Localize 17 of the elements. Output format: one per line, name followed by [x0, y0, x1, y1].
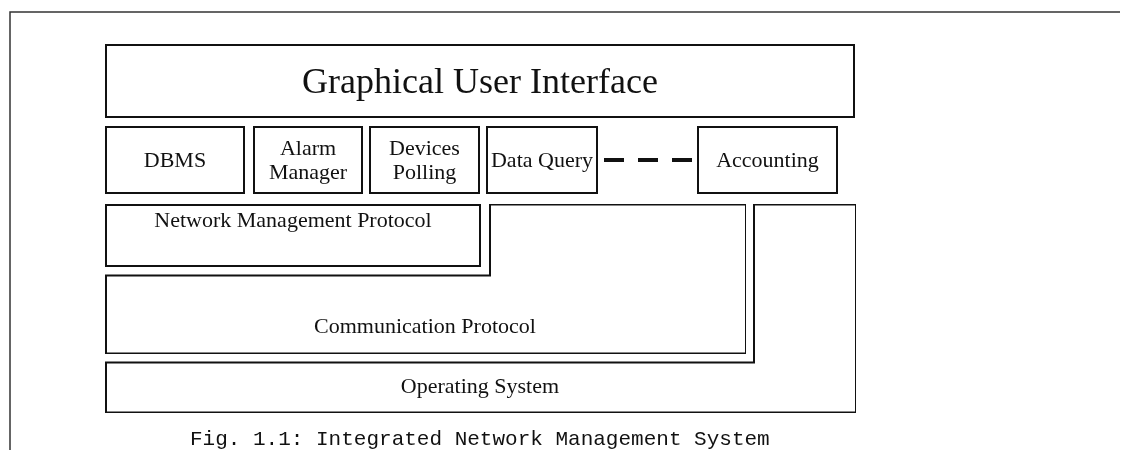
- module-box: [105, 126, 245, 194]
- layer-label: Operating System: [400, 374, 560, 398]
- layer-label: Data Query: [491, 148, 593, 172]
- layer-box: [105, 204, 481, 267]
- module-box: [697, 126, 838, 194]
- layer-label: Alarm Manager: [267, 136, 349, 184]
- layer-label: Graphical User Interface: [302, 62, 658, 100]
- layer-box: [105, 44, 855, 118]
- layer-label: Devices Polling: [388, 136, 461, 184]
- layer-label: Network Management Protocol: [154, 208, 432, 232]
- layer-label: Accounting: [716, 148, 819, 172]
- layer-label: DBMS: [143, 148, 207, 172]
- layer-label: Communication Protocol: [314, 314, 536, 338]
- module-box: [486, 126, 598, 194]
- figure-caption: Fig. 1.1: Integrated Network Management System: [190, 428, 770, 450]
- module-box: [369, 126, 480, 194]
- module-box: [253, 126, 363, 194]
